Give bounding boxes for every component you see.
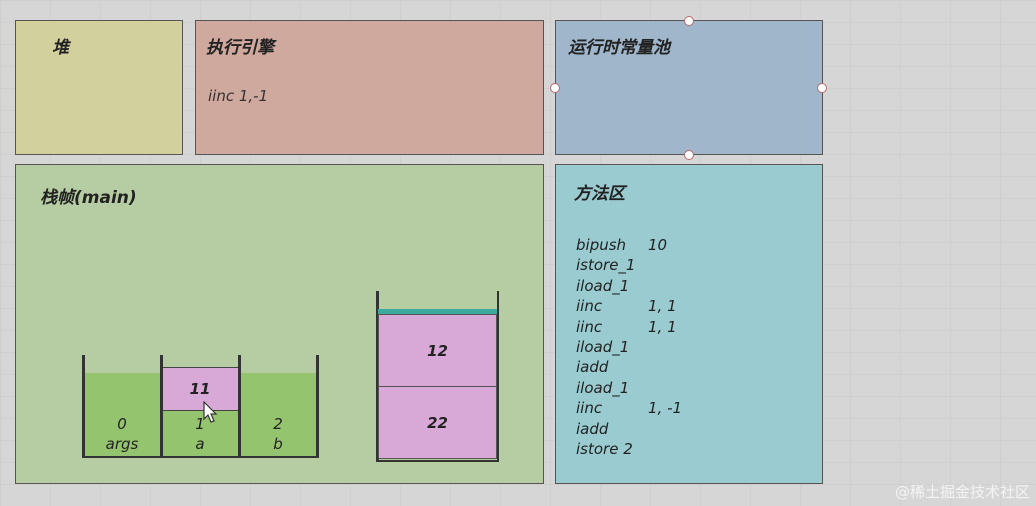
bytecode-op: iinc (576, 317, 603, 336)
stack-wall-right (496, 291, 499, 462)
engine-title: 执行引擎 (206, 38, 274, 58)
bytecode-arg: 1, 1 (648, 317, 677, 336)
bytecode-op: iadd (576, 358, 609, 377)
bytecode-line: iload_1 (576, 337, 682, 357)
runtime-constant-pool-area[interactable]: 运行时常量池 (555, 20, 823, 155)
slot-floor (82, 455, 318, 458)
bytecode-line: bipush 10 (576, 235, 682, 255)
heap-area: 堆 (15, 20, 183, 155)
stack-item: 12 (378, 314, 497, 387)
stack-floor (376, 459, 499, 462)
operand-stack: 12 22 (376, 291, 499, 462)
stack-wall-left (376, 291, 379, 462)
bytecode-line: iload_1 (576, 276, 682, 296)
execution-engine-area: 执行引擎 iinc 1,-1 (195, 20, 544, 155)
bytecode-line: iload_1 (576, 378, 682, 398)
stack-item: 22 (378, 386, 497, 459)
resize-handle-right[interactable] (817, 83, 827, 93)
mouse-cursor-icon (203, 401, 218, 423)
slot-fill-b (241, 373, 317, 456)
pool-title: 运行时常量池 (568, 38, 670, 58)
stack-frame-area: 栈帧(main) 11 0 1 2 args a b 12 22 (15, 164, 544, 484)
bytecode-arg: 1, 1 (648, 297, 677, 316)
local-variable-table: 11 0 1 2 args a b (82, 355, 319, 458)
bytecode-line: istore_1 (576, 255, 682, 275)
bytecode-arg: 10 (648, 236, 668, 254)
bytecode-line: iinc 1, 1 (576, 296, 682, 316)
slot-index: 2 (273, 415, 283, 433)
slot-name: b (273, 435, 283, 453)
bytecode-line: iinc 1, 1 (576, 317, 682, 337)
bytecode-line: istore 2 (576, 439, 682, 459)
slot-fill-args (84, 373, 161, 456)
resize-handle-top[interactable] (684, 16, 694, 26)
slot-index: 1 (195, 415, 205, 433)
slot-divider (238, 355, 241, 458)
bytecode-arg: 1, -1 (648, 399, 683, 418)
bytecode-line: iadd (576, 357, 682, 377)
bytecode-op: iadd (576, 419, 609, 438)
slot-divider (160, 355, 163, 458)
bytecode-op: iload_1 (576, 378, 630, 397)
current-instruction: iinc 1,-1 (208, 87, 269, 105)
bytecode-op: iinc (576, 297, 603, 316)
bytecode-line: iinc 1, -1 (576, 398, 682, 418)
watermark: @稀土掘金技术社区 (894, 483, 1030, 501)
slot-a-value: 11 (161, 367, 239, 411)
bytecode-op: iload_1 (576, 276, 630, 295)
bytecode-line: iadd (576, 419, 682, 439)
slot-divider (82, 355, 85, 458)
resize-handle-left[interactable] (550, 83, 560, 93)
method-area: 方法区 bipush 10 istore_1 iload_1 iinc 1, 1 i… (555, 164, 823, 484)
slot-divider (316, 355, 319, 458)
bytecode-op: iload_1 (576, 338, 630, 357)
resize-handle-bottom[interactable] (684, 150, 694, 160)
stack-top-marker (378, 309, 497, 314)
heap-title: 堆 (52, 38, 69, 58)
frame-title: 栈帧(main) (40, 188, 137, 208)
bytecode-op: bipush (576, 236, 627, 254)
slot-name: args (105, 435, 139, 453)
bytecode-op: iinc (576, 399, 603, 418)
bytecode-listing: bipush 10 istore_1 iload_1 iinc 1, 1 iinc 1… (576, 235, 682, 459)
bytecode-op: istore_1 (576, 256, 636, 275)
slot-index: 0 (117, 415, 127, 433)
slot-name: a (195, 435, 205, 453)
method-title: 方法区 (574, 184, 625, 204)
bytecode-op: istore 2 (576, 440, 633, 459)
